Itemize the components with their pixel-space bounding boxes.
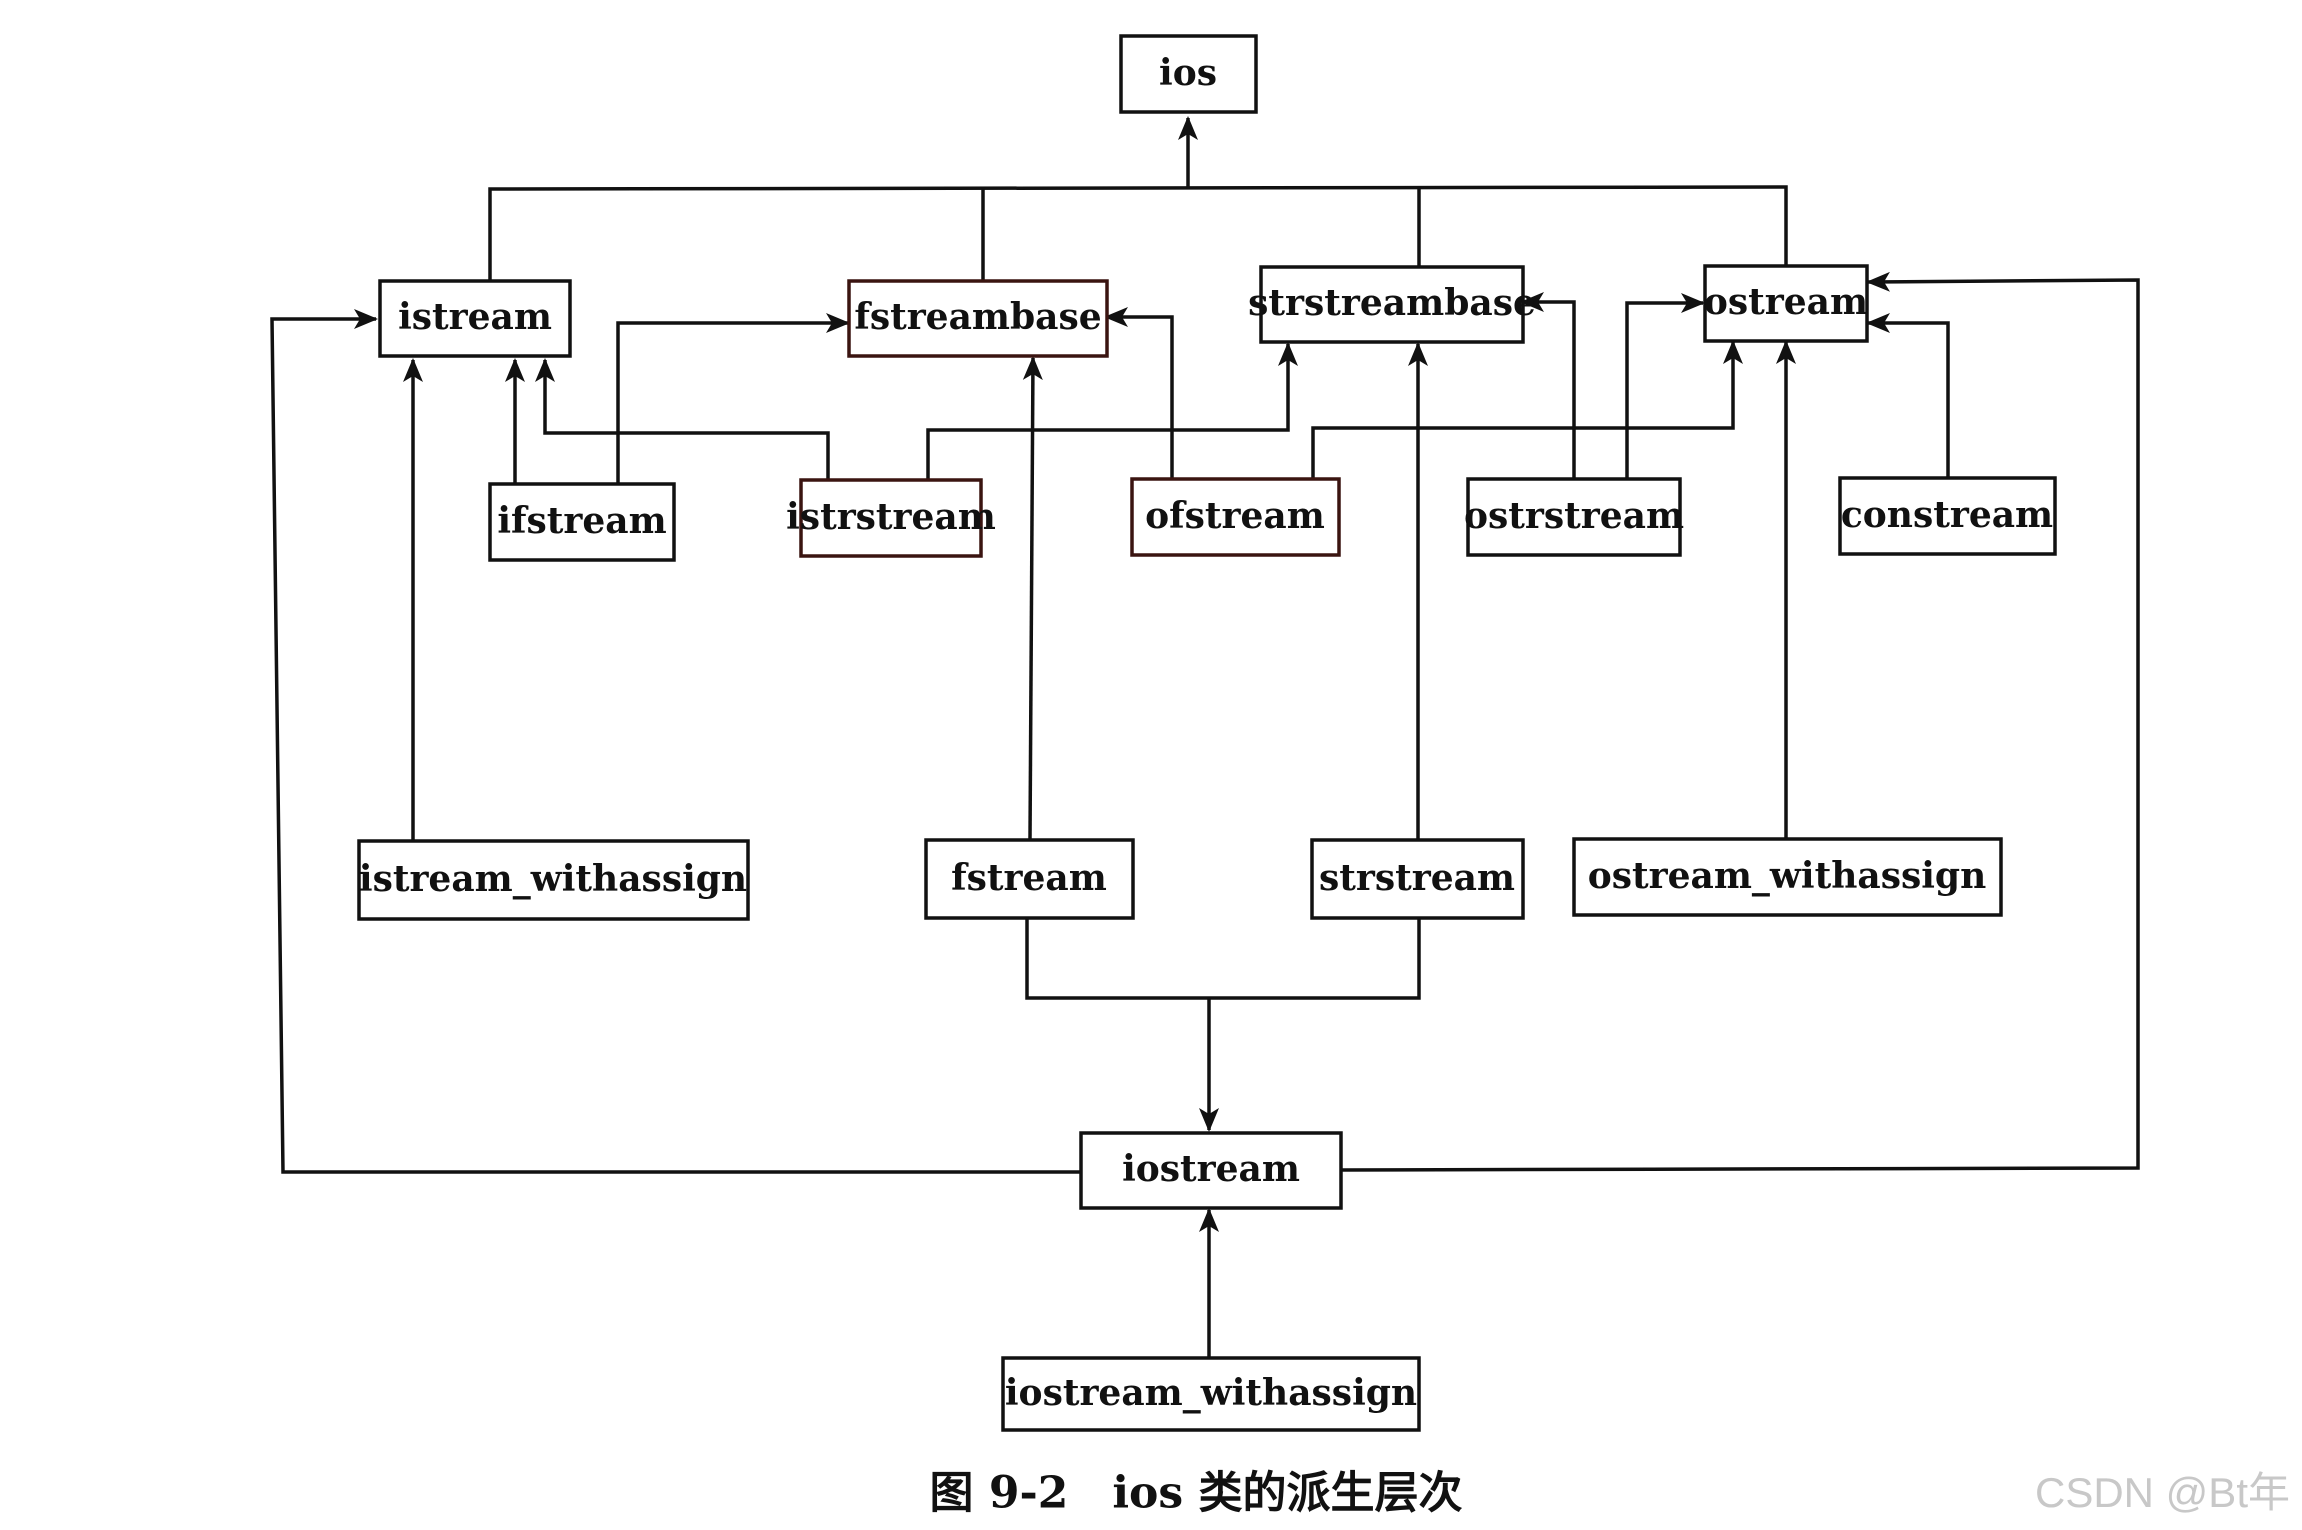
edge-ofstream-to-fstreambase: [1104, 307, 1174, 478]
node-istrstream: istrstream: [786, 478, 996, 558]
node-fstream-label: fstream: [951, 857, 1107, 899]
edge-constream-to-ostream: [1866, 313, 1950, 477]
node-istream-label: istream: [398, 296, 552, 338]
node-ostrstream-label: ostrstream: [1464, 495, 1684, 537]
node-iostream_withassign: iostream_withassign: [1001, 1356, 1421, 1432]
node-fstream: fstream: [924, 838, 1135, 920]
edge-ifstream-to-fstreambase: [616, 313, 850, 483]
edge-fstream-to-fstreambase: [1022, 356, 1043, 840]
node-constream-label: constream: [1841, 494, 2053, 536]
watermark: CSDN @Bt年: [2035, 1469, 2290, 1516]
edge-istream-to-ios: [488, 185, 1788, 280]
edge-istrstream-to-istream: [535, 358, 830, 479]
node-fstreambase-label: fstreambase: [854, 296, 1101, 338]
node-iostream: iostream: [1079, 1131, 1343, 1210]
edge-iostream-to-ostream: [1340, 271, 2140, 1172]
node-ofstream-label: ofstream: [1145, 495, 1325, 537]
node-iostream-label: iostream: [1122, 1148, 1300, 1190]
edge-fstream-to-iostream: [1025, 918, 1421, 1000]
node-istrstream-label: istrstream: [786, 496, 996, 538]
node-ifstream-label: ifstream: [497, 500, 666, 542]
node-istream_withassign: istream_withassign: [357, 839, 750, 921]
node-ostream: ostream: [1703, 264, 1869, 343]
node-fstreambase: fstreambase: [847, 279, 1109, 358]
edge-ofstream-to-ostream: [1311, 340, 1743, 478]
node-strstream-label: strstream: [1319, 857, 1515, 899]
edge-ostrstream-to-ostream: [1625, 293, 1705, 478]
node-iostream_withassign-label: iostream_withassign: [1005, 1372, 1417, 1414]
figure-caption: 图 9-2 ios 类的派生层次: [930, 1468, 1463, 1519]
node-ios-label: ios: [1159, 52, 1217, 94]
node-constream: constream: [1838, 476, 2057, 556]
edge-iostream-to-istream: [270, 309, 1081, 1174]
node-strstreambase: strstreambase: [1248, 265, 1536, 344]
node-ostream-label: ostream: [1704, 281, 1868, 323]
node-strstreambase-label: strstreambase: [1248, 282, 1536, 324]
node-ifstream: ifstream: [488, 482, 676, 562]
node-ios: ios: [1119, 34, 1258, 114]
node-ostrstream: ostrstream: [1464, 477, 1684, 557]
node-istream_withassign-label: istream_withassign: [359, 858, 747, 900]
node-strstream: strstream: [1310, 838, 1525, 920]
nodes: ios istream fstreambase strstreambase os…: [357, 34, 2057, 1432]
edges: [270, 116, 2140, 1357]
edge-istrstream-to-strstreambase: [926, 342, 1298, 479]
node-ofstream: ofstream: [1130, 477, 1341, 557]
edge-ostrstream-to-strstreambase: [1520, 292, 1576, 478]
node-ostream_withassign-label: ostream_withassign: [1588, 855, 1987, 897]
node-ostream_withassign: ostream_withassign: [1572, 837, 2003, 917]
node-istream: istream: [378, 279, 572, 358]
